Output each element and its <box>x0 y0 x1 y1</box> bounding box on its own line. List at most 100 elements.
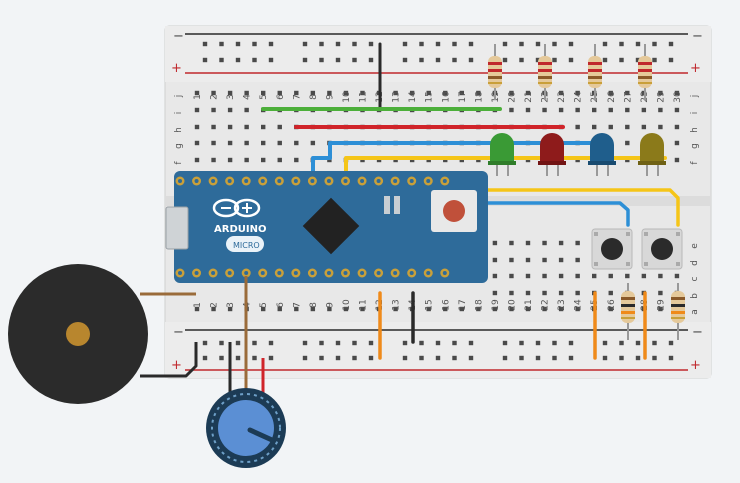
column-number-top: 24 <box>574 91 584 103</box>
breadboard-hole <box>674 273 680 279</box>
reset-button[interactable] <box>443 200 465 222</box>
column-number-top: 10 <box>342 91 352 103</box>
smd-component-2 <box>394 196 400 214</box>
arduino-logo <box>212 198 261 218</box>
breadboard-hole <box>575 257 580 263</box>
pushbutton-1[interactable] <box>591 228 633 270</box>
breadboard-hole <box>558 240 564 246</box>
column-number-top: 27 <box>623 91 633 102</box>
breadboard-hole <box>435 57 441 63</box>
breadboard-hole <box>468 355 474 361</box>
breadboard-hole <box>525 290 531 296</box>
breadboard-hole <box>492 290 498 296</box>
bottom-rail-minus-label-left: − <box>173 325 184 340</box>
breadboard-hole <box>402 57 408 63</box>
arduino-header-pin-hole <box>426 271 431 275</box>
breadboard-hole <box>509 257 514 263</box>
breadboard-hole <box>419 57 424 63</box>
column-number-bottom: 26 <box>607 299 617 311</box>
breadboard-hole <box>343 90 349 96</box>
column-number-top: 7 <box>292 94 302 100</box>
resistor-bottom-2 <box>671 283 685 340</box>
breadboard-hole <box>619 41 624 47</box>
breadboard-hole <box>310 140 316 146</box>
arduino-header-pin-hole <box>178 179 182 183</box>
breadboard-hole <box>502 355 508 361</box>
breadboard-hole <box>558 257 564 263</box>
arduino-header-pin-hole <box>310 179 315 183</box>
breadboard-hole <box>219 41 224 47</box>
breadboard-hole <box>294 90 299 96</box>
breadboard-hole <box>468 57 474 63</box>
breadboard-hole <box>535 41 541 47</box>
breadboard-hole <box>219 57 224 63</box>
arduino-model-label: MICRO <box>233 241 260 250</box>
breadboard-hole <box>525 273 531 279</box>
breadboard-hole <box>535 355 541 361</box>
breadboard-hole <box>343 306 349 312</box>
breadboard-hole <box>277 124 282 130</box>
arduino-header-pin-hole <box>260 179 265 183</box>
breadboard-hole <box>261 124 266 130</box>
breadboard-hole <box>492 257 498 263</box>
arduino-header-pin-hole <box>227 179 232 183</box>
breadboard-hole <box>319 355 324 361</box>
column-number-bottom: 29 <box>656 299 666 311</box>
column-number-bottom: 6 <box>276 302 286 308</box>
breadboard-hole <box>419 340 424 346</box>
potentiometer[interactable] <box>206 276 286 468</box>
breadboard-hole <box>592 124 597 130</box>
pushbutton-2[interactable] <box>641 228 683 270</box>
breadboard-hole <box>525 306 531 312</box>
arduino-header-pin-hole <box>211 179 216 183</box>
bottom-rail-minus-label-right: − <box>692 325 703 340</box>
breadboard-hole <box>476 306 481 312</box>
breadboard-hole <box>360 306 365 312</box>
breadboard-hole <box>625 273 630 279</box>
breadboard-hole <box>227 90 233 96</box>
piezo-buzzer <box>8 264 198 404</box>
breadboard-hole <box>360 90 365 96</box>
breadboard-hole <box>658 107 663 113</box>
breadboard-hole <box>509 240 514 246</box>
breadboard-hole <box>558 107 564 113</box>
top-rail-plus-label-left: + <box>171 61 182 76</box>
column-number-bottom: 7 <box>292 302 302 308</box>
breadboard-hole <box>268 57 274 63</box>
arduino-header-pin-hole <box>277 179 282 183</box>
breadboard-hole <box>244 157 249 163</box>
breadboard-hole <box>252 355 257 361</box>
breadboard-hole <box>658 306 663 312</box>
arduino-header-pin-hole <box>376 179 381 183</box>
breadboard-hole <box>211 157 216 163</box>
led-red <box>538 133 566 176</box>
breadboard-hole <box>244 90 249 96</box>
breadboard-hole <box>194 90 200 96</box>
breadboard-hole <box>568 340 574 346</box>
breadboard-hole <box>625 124 630 130</box>
breadboard-hole <box>211 107 216 113</box>
breadboard-hole <box>492 273 498 279</box>
breadboard-hole <box>668 340 674 346</box>
column-number-top: 21 <box>524 91 534 102</box>
breadboard-hole <box>352 355 357 361</box>
breadboard-hole <box>558 90 564 96</box>
breadboard-hole <box>268 355 274 361</box>
column-number-bottom: 24 <box>574 299 584 311</box>
breadboard-hole <box>674 124 680 130</box>
breadboard-hole <box>619 355 624 361</box>
breadboard-hole <box>202 340 208 346</box>
breadboard-hole <box>235 355 241 361</box>
breadboard-hole <box>277 140 282 146</box>
column-number-top: 9 <box>325 94 335 100</box>
resistor-bottom-1 <box>621 283 635 340</box>
breadboard-hole <box>419 355 424 361</box>
bottom-rail-plus-label-right: + <box>690 358 701 373</box>
breadboard-hole <box>575 273 580 279</box>
breadboard-hole <box>525 107 531 113</box>
column-number-bottom: 2 <box>210 302 220 308</box>
breadboard-hole <box>268 340 274 346</box>
breadboard-hole <box>658 273 663 279</box>
breadboard-hole <box>552 57 557 63</box>
breadboard-hole <box>202 41 208 47</box>
